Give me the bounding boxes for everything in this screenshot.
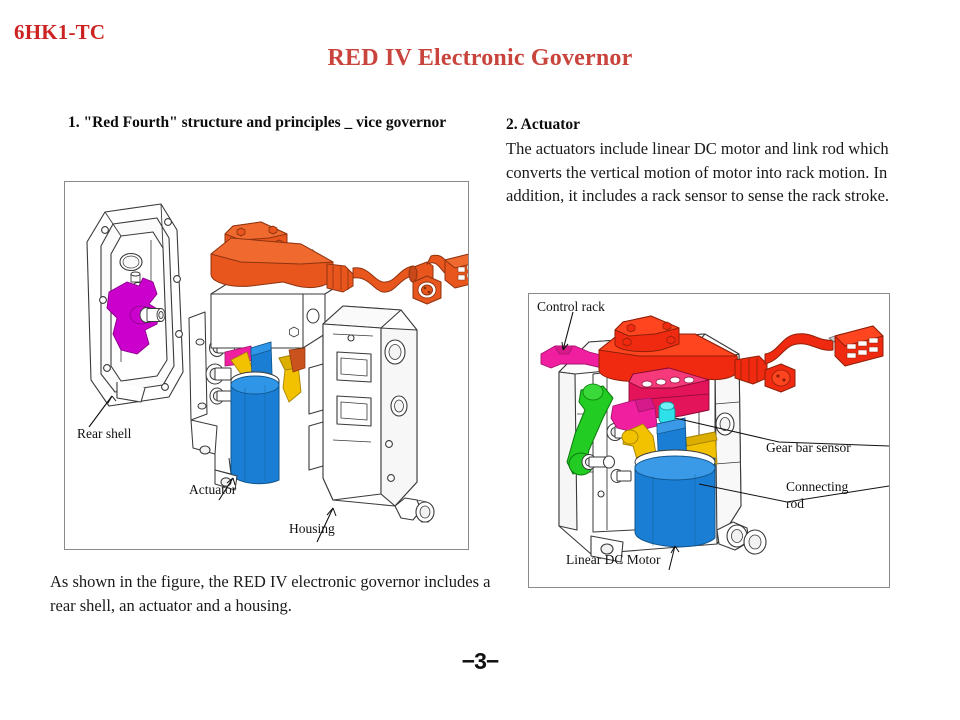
left-figure-caption: As shown in the figure, the RED IV elect… bbox=[50, 572, 491, 615]
section2-heading: 2. Actuator bbox=[506, 116, 581, 133]
model-code-label: 6HK1-TC bbox=[14, 20, 106, 44]
rear-shell-leader bbox=[88, 395, 117, 428]
label-connecting-rod: Connecting rod bbox=[786, 479, 849, 511]
left-column: 1. "Red Fourth" structure and principles… bbox=[64, 112, 474, 133]
section1-heading: 1. "Red Fourth" structure and principles… bbox=[68, 114, 447, 131]
rear-shell-magenta-plate bbox=[106, 271, 166, 355]
page-title: RED IV Electronic Governor bbox=[327, 45, 633, 71]
orange-cover-and-harness bbox=[210, 221, 468, 305]
label-control-rack: Control rack bbox=[537, 299, 605, 314]
label-actuator: Actuator bbox=[189, 482, 237, 497]
housing-leader bbox=[316, 507, 337, 543]
right-figure-leaders bbox=[668, 417, 889, 571]
label-gear-bar-sensor: Gear bar sensor bbox=[766, 440, 851, 455]
blue-linear-motor bbox=[230, 341, 280, 485]
right-figure-actuator-assembly bbox=[528, 293, 890, 588]
control-rack-leader bbox=[561, 311, 574, 351]
page-number: −3− bbox=[461, 648, 500, 674]
magenta-bracket-part bbox=[610, 397, 658, 433]
left-figure-exploded-governor: Rear shell Actuator Housing bbox=[64, 181, 469, 550]
label-housing: Housing bbox=[289, 521, 335, 536]
label-rear-shell: Rear shell bbox=[77, 426, 132, 441]
harness-connectors bbox=[734, 325, 884, 393]
section2-body: The actuators include linear DC motor an… bbox=[506, 139, 890, 206]
right-figure-svg bbox=[540, 311, 889, 571]
actuator-leader bbox=[218, 477, 236, 501]
housing-part bbox=[308, 305, 435, 523]
red-cover-part bbox=[598, 315, 740, 382]
label-linear-dc-motor: Linear DC Motor bbox=[566, 552, 661, 567]
linear-dc-motor-part bbox=[634, 417, 716, 548]
left-figure-svg bbox=[86, 203, 468, 543]
